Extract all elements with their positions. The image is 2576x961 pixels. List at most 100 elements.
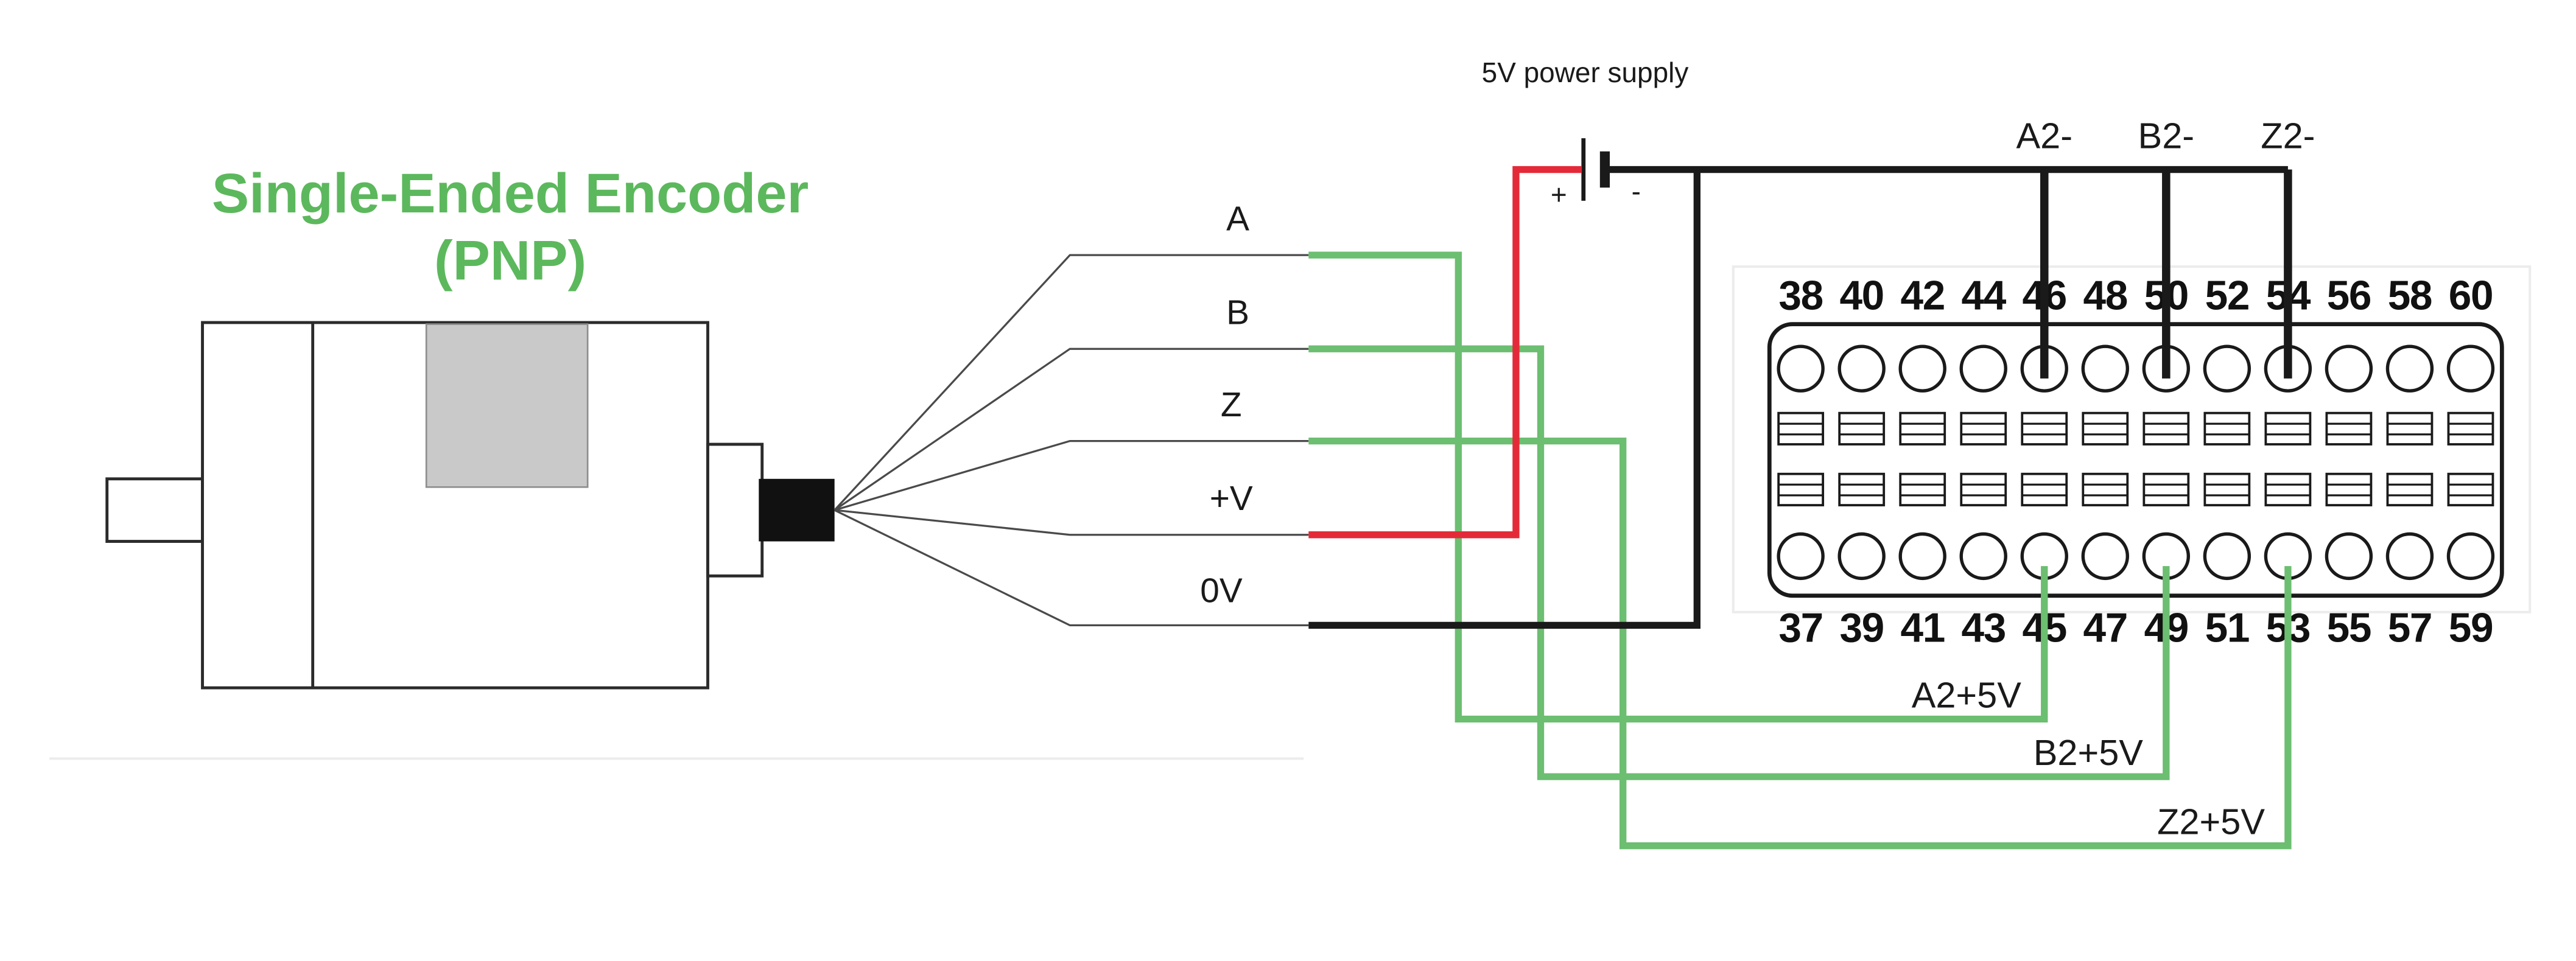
terminal-contact-top: [1959, 344, 2007, 393]
terminal-number-top: 44: [1962, 273, 2007, 318]
terminal-contact-bottom: [1898, 532, 1946, 581]
terminal-slot: [2386, 472, 2434, 506]
terminal-contact-bottom: [1959, 532, 2007, 581]
terminal-number-bottom: 55: [2327, 605, 2371, 651]
terminal-slot: [1899, 411, 1946, 446]
terminal-contact-top: [2325, 344, 2373, 393]
terminal-number-top: 56: [2327, 273, 2371, 318]
terminal-slot: [2203, 411, 2251, 446]
terminal-slot: [1899, 472, 1946, 506]
terminal-slot: [1777, 411, 1825, 446]
power-supply-label: 5V power supply: [1482, 57, 1689, 88]
wire-label-a: A: [1226, 200, 1249, 239]
terminal-number-bottom: 47: [2083, 605, 2127, 651]
terminal-column: 42 41: [1898, 273, 1946, 651]
terminal-contact-bottom: [2385, 532, 2434, 581]
terminal-number-bottom: 39: [1839, 605, 1883, 651]
wire-label-b: B: [1226, 294, 1249, 332]
terminal-slot: [2082, 472, 2129, 506]
terminal-slot: [2447, 472, 2494, 506]
lead-z: [834, 439, 1309, 511]
wire-0v-black: [1308, 166, 1701, 629]
encoder-cable-fanout: [834, 254, 1309, 627]
terminal-contact-top: [1898, 344, 1946, 393]
label-a2-minus: A2-: [2016, 115, 2072, 156]
terminal-number-bottom: 59: [2449, 605, 2493, 651]
wire-label-z: Z: [1221, 386, 1242, 424]
wire-label-0v: 0V: [1200, 572, 1243, 610]
terminal-column: 38 37: [1777, 273, 1825, 651]
terminal-column: 56 55: [2325, 273, 2373, 651]
terminal-contact-bottom: [1837, 532, 1886, 581]
terminal-slot: [1960, 472, 2007, 506]
terminal-slot: [2325, 411, 2373, 446]
terminal-contact-top: [2446, 344, 2495, 393]
terminal-slot: [2447, 411, 2494, 446]
terminal-contact-top: [2081, 344, 2129, 393]
terminal-number-top: 38: [1778, 273, 1822, 318]
terminal-column: 52 51: [2203, 273, 2251, 651]
terminal-slot: [1777, 472, 1825, 506]
terminal-contact-top: [2203, 344, 2251, 393]
terminal-number-bottom: 43: [1962, 605, 2006, 651]
terminal-column: 60 59: [2446, 273, 2495, 651]
motor-connector-boss: [706, 442, 764, 578]
terminal-block-body: [1767, 322, 2504, 598]
terminal-slot: [2082, 411, 2129, 446]
terminal-block-outer-frame: [1732, 265, 2532, 613]
label-a2-plus5v: A2+5V: [1912, 675, 2022, 716]
power-supply: 5V power supply + -: [1482, 57, 1689, 210]
encoder-motor: [105, 321, 835, 690]
terminal-slot: [2325, 472, 2373, 506]
terminal-contact-top: [1777, 344, 1825, 393]
terminal-number-top: 58: [2388, 273, 2432, 318]
terminal-number-top: 52: [2205, 273, 2249, 318]
wire-plusv-red: [1308, 166, 1582, 539]
label-b2-minus: B2-: [2138, 115, 2195, 156]
terminal-number-bottom: 57: [2388, 605, 2432, 651]
terminal-column: 48 47: [2081, 273, 2129, 651]
terminal-column: 44 43: [1959, 273, 2007, 651]
terminal-slot: [2143, 472, 2190, 506]
terminal-number-top: 48: [2083, 273, 2127, 318]
terminal-number-bottom: 41: [1900, 605, 1944, 651]
terminal-contact-bottom: [1777, 532, 1825, 581]
terminal-number-top: 42: [1900, 273, 1944, 318]
diagram-title-line1: Single-Ended Encoder: [212, 162, 809, 225]
lead-0v: [834, 509, 1309, 627]
terminal-slot: [2264, 411, 2312, 446]
battery-plus-sign: +: [1551, 178, 1567, 210]
terminal-slot: [1960, 411, 2007, 446]
terminal-slot: [2021, 411, 2068, 446]
wire-label-plusv: +V: [1210, 480, 1253, 518]
terminal-contact-top: [1837, 344, 1886, 393]
wire-b-green: [1308, 345, 2170, 780]
motor-shaft: [105, 477, 204, 543]
battery-minus-sign: -: [1632, 175, 1641, 207]
terminal-columns: 3837403942414443464548475049525154535655…: [1777, 273, 2495, 651]
terminal-contact-bottom: [2203, 532, 2251, 581]
terminal-contact-bottom: [2325, 532, 2373, 581]
terminal-slot: [2143, 411, 2190, 446]
label-z2-minus: Z2-: [2261, 115, 2315, 156]
terminal-slot: [2203, 472, 2251, 506]
terminal-contact-top: [2385, 344, 2434, 393]
terminal-column: 58 57: [2385, 273, 2434, 651]
label-z2-plus5v: Z2+5V: [2157, 802, 2265, 842]
terminal-slot: [2021, 472, 2068, 506]
terminal-contact-bottom: [2081, 532, 2129, 581]
terminal-slot: [2264, 472, 2312, 506]
lead-a: [834, 254, 1309, 511]
terminal-slot: [2386, 411, 2434, 446]
motor-label-plate: [425, 323, 589, 488]
terminal-number-bottom: 51: [2205, 605, 2249, 651]
terminal-slot: [1838, 472, 1886, 506]
diagram-title-line2: (PNP): [434, 230, 586, 292]
terminal-slot: [1838, 411, 1886, 446]
terminal-contact-bottom: [2446, 532, 2495, 581]
lead-b: [834, 348, 1309, 511]
terminal-number-bottom: 37: [1778, 605, 1822, 651]
terminal-number-top: 60: [2449, 273, 2493, 318]
